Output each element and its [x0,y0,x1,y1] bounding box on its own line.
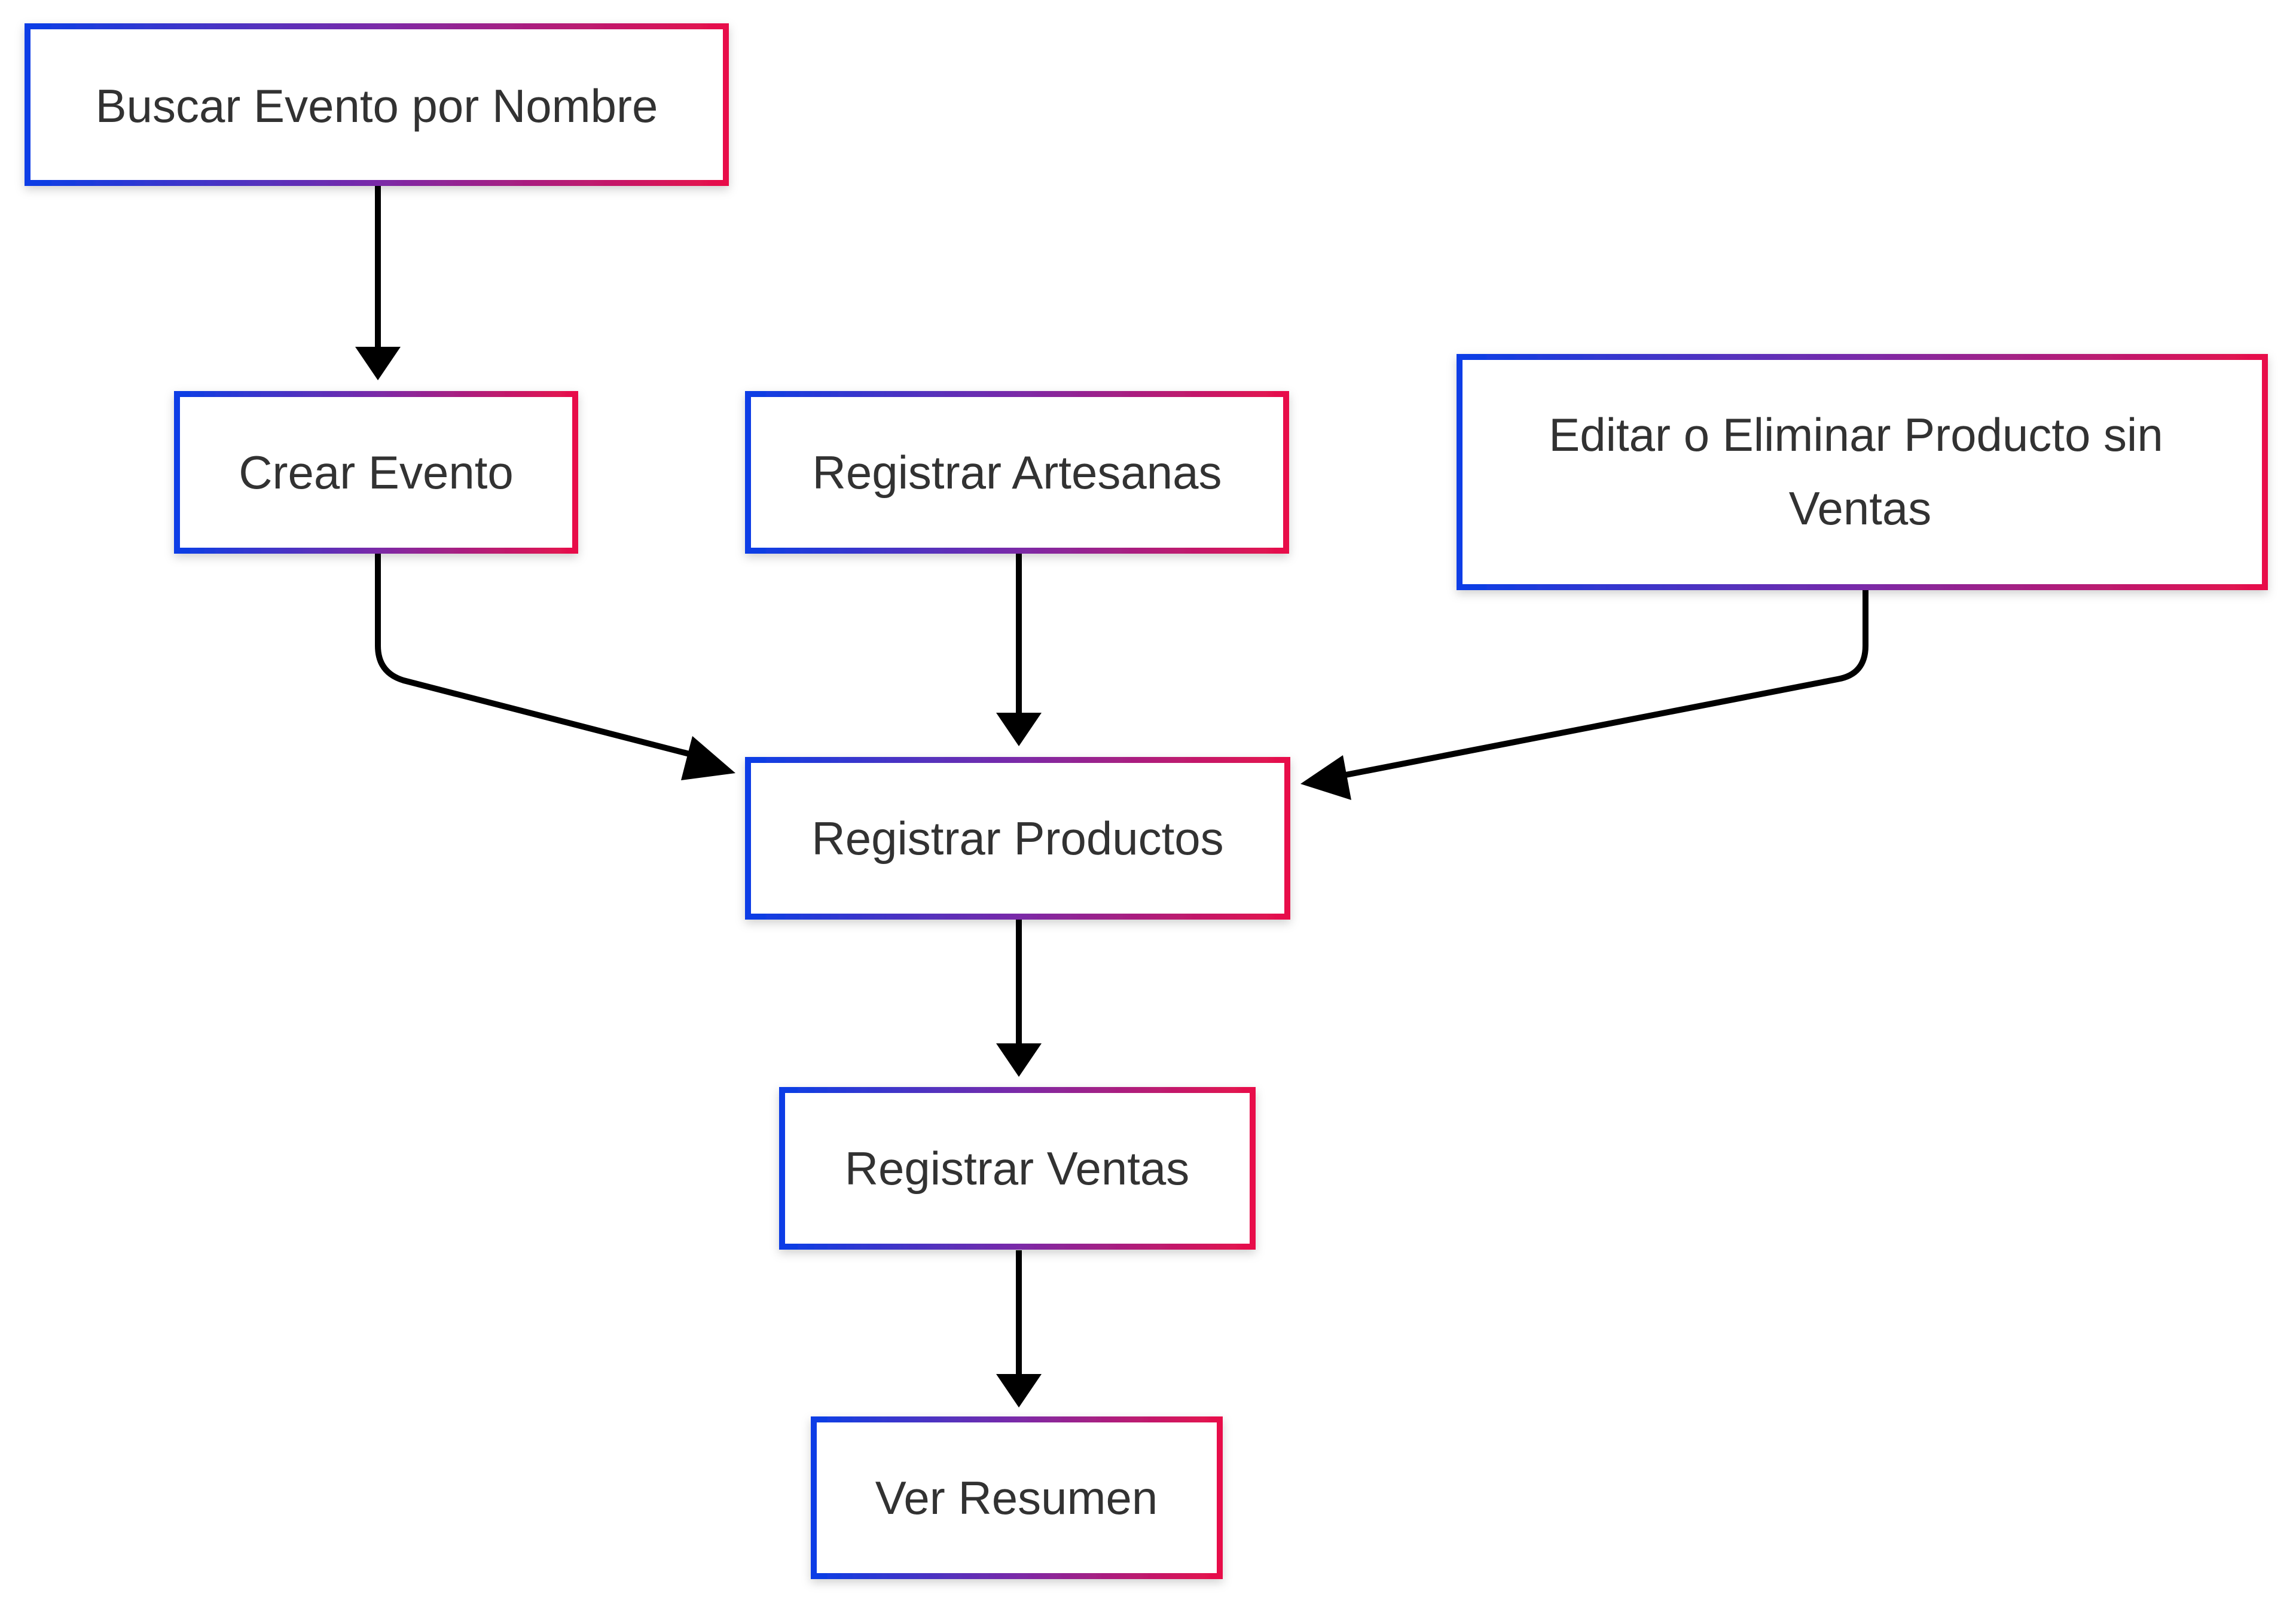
arrowhead-icon [996,713,1042,746]
edge-buscar-to-crear [355,186,401,380]
node-registrar-ventas[interactable]: Registrar Ventas [779,1087,1256,1250]
arrowhead-icon [355,347,401,380]
edge-crear-to-productos [375,554,735,780]
arrowhead-icon [996,1043,1042,1077]
node-label: Registrar Ventas [845,1142,1190,1195]
node-buscar-evento[interactable]: Buscar Evento por Nombre [25,23,729,186]
node-label: Buscar Evento por Nombre [96,80,658,132]
arrowhead-icon [681,736,735,780]
edges [355,186,1868,1407]
arrowhead-icon [996,1374,1042,1407]
node-registrar-artesanas[interactable]: Registrar Artesanas [745,391,1289,554]
arrowhead-icon [1300,755,1351,800]
node-label-line-1: Editar o Eliminar Producto sin [1549,408,2163,461]
node-label-line-2: Ventas [1789,482,1932,535]
node-ver-resumen[interactable]: Ver Resumen [811,1416,1223,1579]
node-label: Registrar Artesanas [813,446,1222,499]
edge-artesanas-to-productos [996,554,1042,746]
edge-productos-to-ventas [996,920,1042,1077]
node-editar-eliminar-producto[interactable]: Editar o Eliminar Producto sin Ventas [1457,354,2268,590]
edge-ventas-to-resumen [996,1250,1042,1407]
nodes: Buscar Evento por Nombre Crear Evento Re… [25,23,2268,1579]
node-label: Registrar Productos [811,812,1223,865]
node-label: Ver Resumen [875,1471,1158,1524]
edge-editar-to-productos [1300,590,1868,800]
node-label: Crear Evento [239,446,514,499]
node-registrar-productos[interactable]: Registrar Productos [745,757,1290,920]
node-crear-evento[interactable]: Crear Evento [174,391,578,554]
